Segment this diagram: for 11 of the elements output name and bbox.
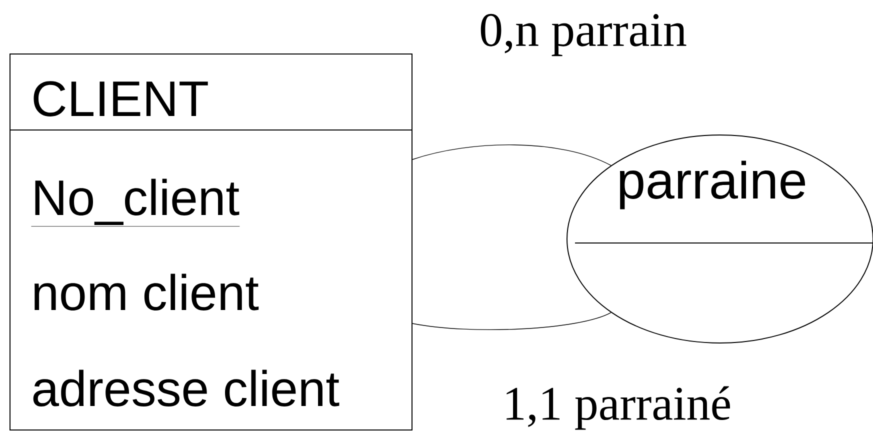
attribute-text: nom client — [34, 274, 259, 310]
cardinality-label: 1,1 parrainé — [501, 385, 733, 431]
entity-box — [10, 54, 412, 430]
attribute-text: No_client — [31, 178, 240, 227]
connector-line — [412, 144, 612, 166]
connector-line — [412, 312, 612, 330]
relation-name: parraine — [620, 160, 806, 210]
cardinality-label: 0,n parrain — [478, 12, 688, 58]
entity-name: CLIENT — [34, 81, 208, 116]
relation-ellipse — [566, 134, 873, 344]
attribute-text: adresse client — [33, 370, 340, 406]
